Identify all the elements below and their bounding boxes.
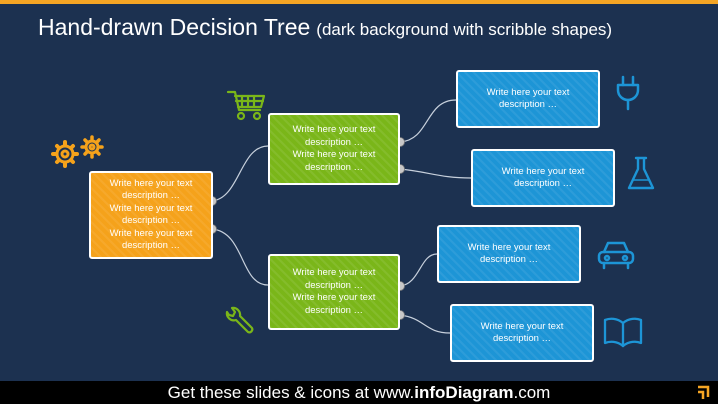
title-subtitle: (dark background with scribble shapes) [316,20,613,39]
root-text-line: Write here your text [109,202,193,214]
connector-root-lower [211,228,269,286]
branch-text-line: Write here your text [292,267,376,278]
connector-upper-leaf1 [399,99,457,143]
leaf-text-line: Write here your text [501,165,585,177]
leaf-text-line: Write here your text [467,241,551,253]
branch-text-line: description … [304,279,364,291]
root-text-line: description … [121,215,181,226]
branch-text-line: description … [304,304,364,316]
leaf-box-2[interactable]: Write here your text description … [471,149,615,207]
footer-prefix: Get these slides & icons at www. [167,383,415,402]
leaf-text-line: description … [513,178,573,189]
gears-icon [51,135,104,168]
brand-logo-icon [698,385,710,399]
footer-brand: infoDiagram [414,383,514,402]
root-text-line: description … [121,190,181,201]
wrench-icon [225,306,254,334]
connector-lower-leaf4 [399,314,451,334]
leaf-text-line: Write here your text [486,86,570,98]
leaf-box-4[interactable]: Write here your text description … [450,304,594,362]
book-icon [603,317,643,348]
plug-icon [616,75,640,111]
leaf-text-line: Write here your text [480,320,564,332]
connector-lower-leaf3 [399,253,438,287]
shopping-cart-icon [226,90,266,121]
footer-text[interactable]: Get these slides & icons at www.infoDiag… [0,383,718,403]
branch-box-upper[interactable]: Write here your text description … Write… [268,113,400,185]
branch-text-line: Write here your text [292,292,376,303]
branch-text-line: Write here your text [292,149,376,160]
car-icon [597,241,635,270]
accent-bar [0,0,718,4]
root-box[interactable]: Write here your text description … Write… [89,171,213,259]
root-text-line: Write here your text [109,177,193,189]
branch-text-line: Write here your text [292,124,376,135]
branch-text-line: description … [304,161,364,173]
page-title: Hand-drawn Decision Tree (dark background… [38,14,612,41]
title-main: Hand-drawn Decision Tree [38,14,311,40]
leaf-box-3[interactable]: Write here your text description … [437,225,581,283]
leaf-text-line: description … [492,333,552,344]
leaf-text-line: description … [498,99,558,110]
connector-root-upper [211,145,269,202]
root-text-line: Write here your text [109,227,193,239]
branch-box-lower[interactable]: Write here your text description … Write… [268,254,400,330]
leaf-box-1[interactable]: Write here your text description … [456,70,600,128]
flask-icon [627,156,655,190]
root-text-line: description … [121,240,181,251]
connector-upper-leaf2 [399,168,472,179]
footer-bar: Get these slides & icons at www.infoDiag… [0,381,718,404]
branch-text-line: description … [304,136,364,148]
leaf-text-line: description … [479,254,539,265]
footer-suffix: .com [513,383,551,402]
